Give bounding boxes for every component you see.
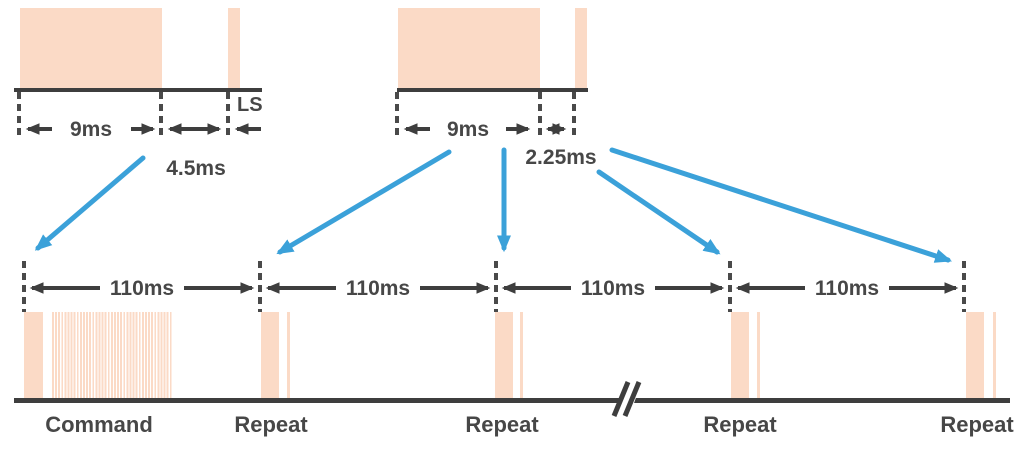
- timeline-baseline: [14, 398, 1010, 403]
- repeat1-leader-pulse: [261, 312, 279, 398]
- frame-marker-2: [258, 261, 262, 312]
- frame-label-repeat-2: Repeat: [465, 412, 539, 437]
- repeat4-stop-stripe: [993, 312, 996, 398]
- left-leader-marker-start: [17, 92, 21, 140]
- interval-label-4: 110ms: [814, 277, 880, 300]
- right-leader-marker-space-end: [572, 92, 576, 140]
- left-leader-marker-space-end: [226, 92, 230, 140]
- frame-marker-4: [728, 261, 732, 312]
- interval-label-2: 110ms: [345, 277, 411, 300]
- right-space-duration-label: 2.25ms: [525, 146, 597, 169]
- command-data-bits: [52, 312, 173, 398]
- repeat3-stop-stripe: [757, 312, 760, 398]
- frame-label-repeat-1: Repeat: [234, 412, 308, 437]
- right-leader-burst: [398, 8, 540, 88]
- frame-marker-1: [22, 261, 26, 312]
- command-leader-pulse: [24, 312, 43, 398]
- repeat3-leader-pulse: [731, 312, 749, 398]
- repeat2-stop-stripe: [520, 312, 523, 398]
- left-burst-duration-label: 9ms: [69, 118, 113, 141]
- repeat2-leader-pulse: [495, 312, 513, 398]
- frame-marker-5: [962, 261, 966, 312]
- frame-marker-3: [494, 261, 498, 312]
- right-leader-baseline: [397, 88, 588, 92]
- left-tail-label: LS: [237, 94, 263, 116]
- left-leader-first-data-pulse: [228, 8, 240, 88]
- frame-label-repeat-4: Repeat: [940, 412, 1014, 437]
- left-leader-burst: [20, 8, 162, 88]
- repeat4-leader-pulse: [966, 312, 984, 398]
- interval-label-3: 110ms: [580, 277, 646, 300]
- right-leader-marker-burst-end: [538, 92, 542, 140]
- left-leader-marker-burst-end: [159, 92, 163, 140]
- frame-label-repeat-3: Repeat: [703, 412, 777, 437]
- right-leader-stop-pulse: [575, 8, 587, 88]
- left-space-duration-label: 4.5ms: [166, 157, 226, 180]
- left-leader-baseline: [14, 88, 262, 92]
- frame-label-command: Command: [45, 412, 153, 437]
- right-leader-marker-start: [395, 92, 399, 140]
- right-burst-duration-label: 9ms: [446, 118, 490, 141]
- interval-label-1: 110ms: [109, 277, 175, 300]
- repeat1-stop-stripe: [287, 312, 290, 398]
